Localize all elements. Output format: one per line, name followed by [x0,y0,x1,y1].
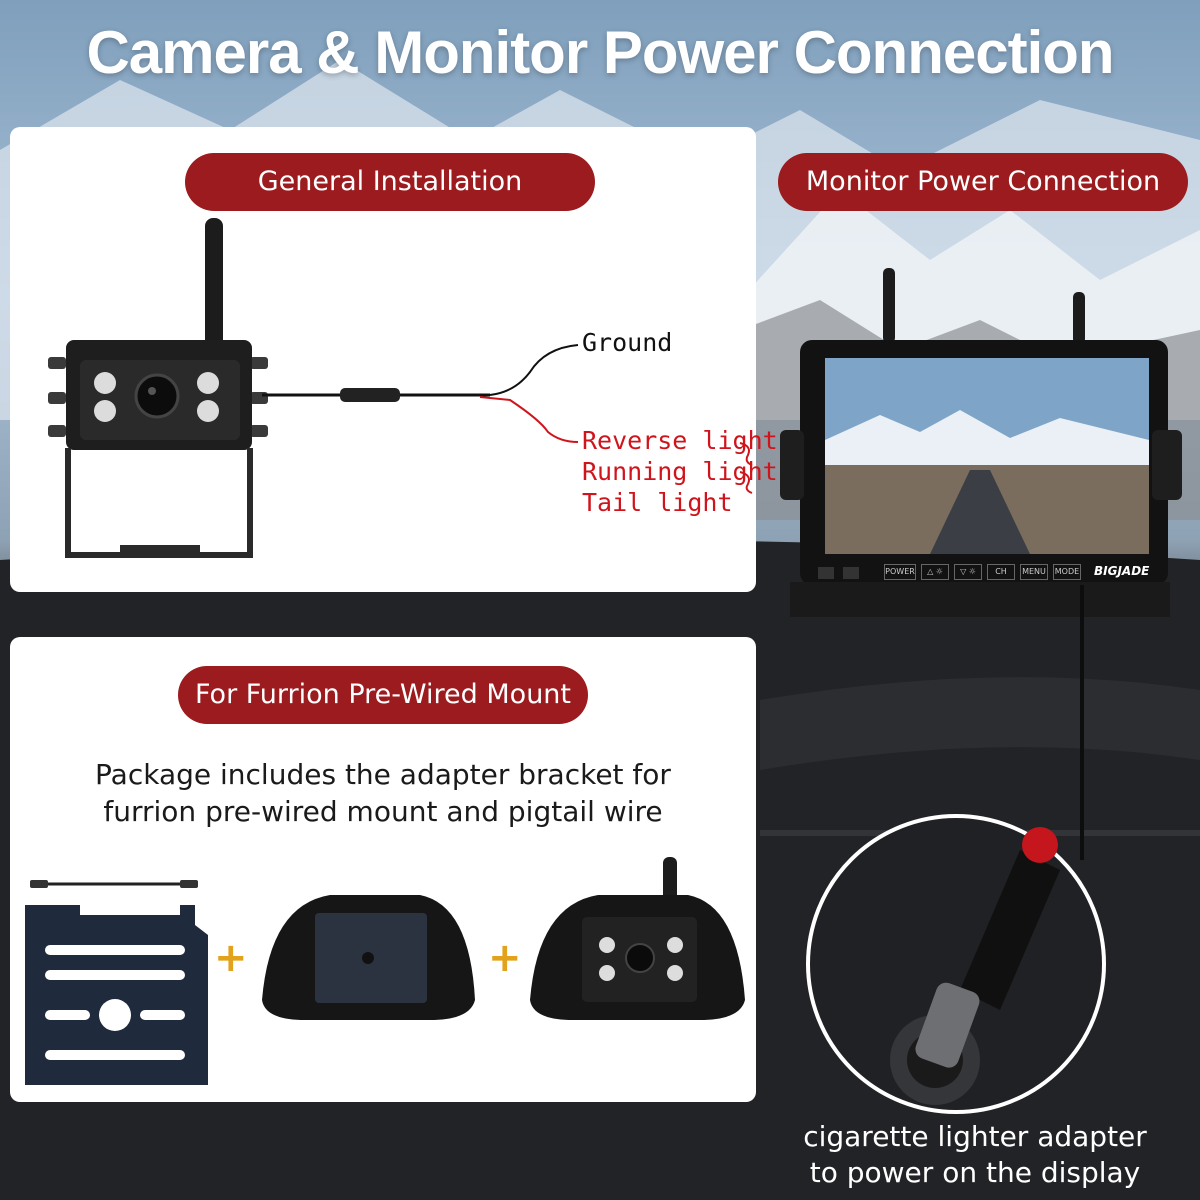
package-description-line2: furrion pre-wired mount and pigtail wire [103,795,663,828]
monitor-brand-logo: BIGJADE [1094,564,1150,578]
connector-icon [340,388,400,402]
lighter-caption-line2: to power on the display [809,1156,1141,1189]
plus-sign-2: + [488,935,522,981]
monitor-button-row: POWER △ ☼ ▽ ☼ CH MENU MODE [884,564,1081,580]
pigtail-wire-icon [30,880,198,888]
menu-button[interactable]: MENU [1020,564,1048,580]
brightness-down-button[interactable]: ▽ ☼ [954,564,982,580]
brightness-up-button[interactable]: △ ☼ [921,564,949,580]
general-installation-badge: General Installation [185,153,595,211]
channel-button[interactable]: CH [987,564,1015,580]
plus-sign-1: + [214,935,248,981]
camera-wiring-diagram [48,218,753,558]
mount-with-camera-icon [530,857,745,1020]
package-contents [25,857,745,1085]
monitor-icon [780,268,1182,617]
package-description-line1: Package includes the adapter bracket for [95,758,671,791]
reverse-light-label: Reverse light [582,426,778,455]
cigarette-lighter-adapter-icon [806,814,1106,1114]
page-title: Camera & Monitor Power Connection [86,19,1114,86]
running-light-label: Running light [582,457,778,486]
adapter-bracket-icon [25,905,208,1085]
furrion-mount-badge: For Furrion Pre-Wired Mount [178,666,588,724]
power-button[interactable]: POWER [884,564,916,580]
ground-label: Ground [582,328,673,357]
monitor-power-badge: Monitor Power Connection [778,153,1188,211]
antenna-icon [205,218,223,350]
tail-light-label: Tail light [582,488,733,517]
mount-housing-icon [262,895,475,1020]
mode-button[interactable]: MODE [1053,564,1081,580]
lighter-caption-line1: cigarette lighter adapter [803,1120,1147,1153]
camera-icon [48,340,268,558]
